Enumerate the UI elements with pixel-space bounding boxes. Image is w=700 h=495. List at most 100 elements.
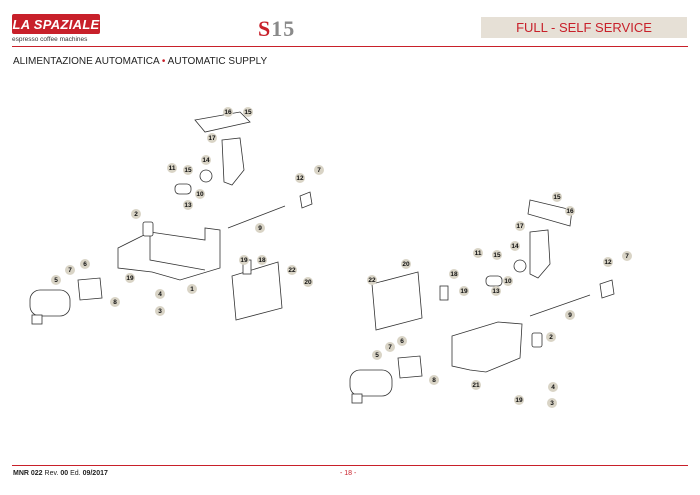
page-number: - 18 - [340,470,357,477]
left-callout-bubble [183,200,193,210]
right-callout-bubble [547,398,557,408]
right-callout-bubble [449,269,459,279]
right-callout-label: 5 [375,352,379,359]
left-callout-bubble [155,289,165,299]
right-callout-bubble [473,248,483,258]
right-callout-bubble [565,310,575,320]
right-callout-label: 21 [472,382,480,389]
right-callout-bubble [565,206,575,216]
header-divider [12,46,688,47]
right-callout-label: 11 [475,250,482,257]
left-callout-bubble [314,165,324,175]
left-callout-bubble [110,297,120,307]
left-callout-bubble [207,133,217,143]
left-callout-label: 6 [83,261,87,268]
right-callout-bubble [603,257,613,267]
left-callout-bubble [239,255,249,265]
left-callout-bubble [51,275,61,285]
right-callout-label: 3 [550,400,554,407]
footer-document-info: MNR 022 Rev. 00 Ed. 09/2017 [13,470,108,477]
left-callout-label: 1 [190,286,194,293]
left-callout-label: 5 [54,277,58,284]
left-callout-label: 3 [158,308,162,315]
model-number: 15 [271,16,296,41]
left-callout-bubble [255,223,265,233]
left-callout-label: 19 [126,275,134,282]
left-callout-bubble [195,189,205,199]
right-callout-label: 13 [492,288,500,295]
right-callout-bubble [401,259,411,269]
left-callout-label: 8 [113,299,117,306]
left-callout-bubble [303,277,313,287]
left-callout-bubble [131,209,141,219]
right-callout-bubble [491,286,501,296]
left-callout-label: 11 [169,165,176,172]
left-callout-bubble [295,173,305,183]
right-callout-label: 22 [368,277,376,284]
ed-date: 09/2017 [82,470,108,477]
left-assembly-drawing [29,111,313,325]
rev-number: 00 [60,470,69,477]
left-callout-bubble [183,165,193,175]
right-callout-bubble [372,350,382,360]
right-callout-label: 14 [511,243,519,250]
ed-label: Ed. [70,470,81,477]
model-letter: S [258,16,272,41]
right-callout-bubble [492,250,502,260]
right-callout-bubble [546,332,556,342]
left-callout-label: 7 [317,167,321,174]
exploded-diagram: 16 15 17 11 14 15 10 12 7 13 2 9 19 18 22 20 5 7 6 19 8 4 3 1 1… [29,107,632,408]
left-callout-label: 19 [240,257,248,264]
left-callout-label: 15 [184,167,192,174]
right-callout-label: 15 [553,194,561,201]
left-callout-label: 18 [258,257,266,264]
service-banner: FULL - SELF SERVICE [481,17,687,38]
right-callout-bubble [622,251,632,261]
right-assembly-drawing [349,199,615,404]
left-callout-label: 15 [244,109,252,116]
right-callout-label: 9 [568,312,572,319]
left-callout-label: 7 [68,267,72,274]
right-callout-label: 17 [516,223,524,230]
left-callout-bubble [80,259,90,269]
right-callout-label: 15 [493,252,501,259]
left-callout-label: 14 [202,157,210,164]
right-callout-label: 4 [551,384,555,391]
right-callout-label: 8 [432,377,436,384]
left-callout-bubble [125,273,135,283]
left-callout-label: 12 [296,175,304,182]
right-callout-bubble [552,192,562,202]
right-callout-bubble [514,395,524,405]
section-title-en: AUTOMATIC SUPPLY [167,56,268,67]
right-callout-bubble [385,342,395,352]
left-callout-label: 20 [304,279,312,286]
left-callout-bubble [155,306,165,316]
right-callout-label: 18 [450,271,458,278]
left-callout-bubble [65,265,75,275]
left-callout-label: 2 [134,211,138,218]
right-callout-label: 20 [402,261,410,268]
right-callout-bubble [471,380,481,390]
left-callout-label: 9 [258,225,262,232]
rev-label: Rev. [44,470,59,477]
right-callout-label: 2 [549,334,553,341]
left-callout-label: 17 [208,135,216,142]
left-callout-bubble [223,107,233,117]
left-callout-bubble [167,163,177,173]
left-callout-bubble [287,265,297,275]
model-name: S15 [258,16,295,42]
left-callout-label: 10 [196,191,204,198]
section-title: ALIMENTAZIONE AUTOMATICA • AUTOMATIC SUP… [13,56,267,67]
footer-divider [12,465,688,466]
left-callout-bubble [187,284,197,294]
right-callout-label: 7 [625,253,629,260]
right-callout-label: 19 [460,288,468,295]
section-bullet: • [161,56,166,67]
left-callout-bubble [257,255,267,265]
left-callout-bubble [201,155,211,165]
right-callout-bubble [429,375,439,385]
doc-code: MNR 022 [13,470,43,477]
right-callout-label: 16 [566,208,574,215]
